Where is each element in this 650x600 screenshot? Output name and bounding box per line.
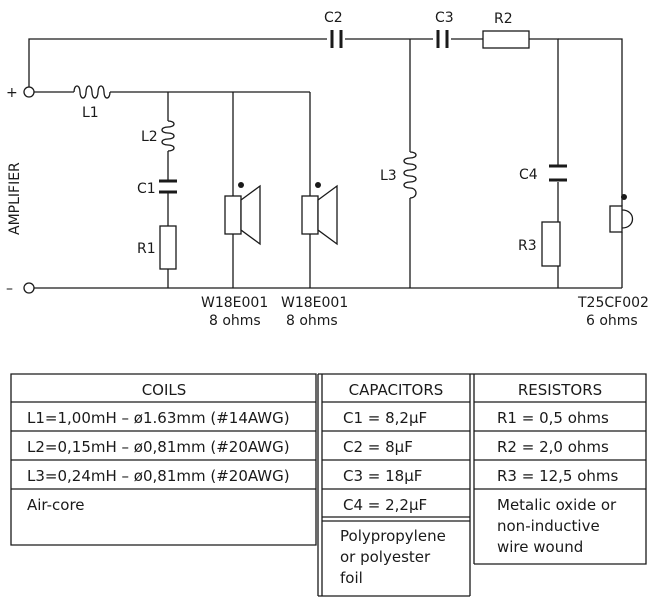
plus-sign: + — [6, 85, 18, 101]
capacitor-row: C4 = 2,2µF — [343, 496, 427, 514]
c1-capacitor — [159, 179, 177, 194]
l3-coil — [403, 151, 417, 199]
resistor-row: R3 = 12,5 ohms — [497, 467, 619, 485]
r3-label: R3 — [518, 238, 537, 254]
c3-label: C3 — [435, 10, 454, 26]
capacitor-note: or polyester — [340, 548, 431, 566]
c1-label: C1 — [137, 181, 156, 197]
r1-resistor — [159, 225, 177, 270]
resistors-header: RESISTORS — [518, 381, 602, 399]
resistor-note: non-inductive — [497, 517, 600, 535]
capacitor-row: C1 = 8,2µF — [343, 409, 427, 427]
r2-label: R2 — [494, 11, 513, 27]
woofer2-speaker-icon — [301, 182, 338, 246]
capacitors-header: CAPACITORS — [349, 381, 444, 399]
c2-label: C2 — [324, 10, 343, 26]
r2-resistor — [482, 30, 530, 49]
plus-terminal — [23, 86, 35, 98]
driver2-model: W18E001 — [281, 295, 348, 311]
coil-row: L3=0,24mH – ø0,81mm (#20AWG) — [27, 467, 290, 485]
l2-coil — [161, 120, 175, 152]
driver3-impedance: 6 ohms — [586, 313, 638, 329]
resistor-note: Metalic oxide or — [497, 496, 617, 514]
top-rail-wire — [28, 38, 559, 222]
l1-coil — [73, 85, 111, 99]
l1-label: L1 — [82, 105, 99, 121]
capacitors-column-frame — [317, 373, 475, 597]
capacitor-row: C2 = 8µF — [343, 438, 413, 456]
coil-row: Air-core — [27, 496, 85, 514]
c2-capacitor — [330, 30, 343, 48]
coil-row: L2=0,15mH – ø0,81mm (#20AWG) — [27, 438, 290, 456]
r1-label: R1 — [137, 241, 156, 257]
capacitor-note: foil — [340, 569, 363, 587]
driver1-impedance: 8 ohms — [209, 313, 261, 329]
l2-label: L2 — [141, 129, 158, 145]
r3-resistor — [541, 221, 561, 267]
coils-header: COILS — [142, 381, 187, 399]
minus-sign: – — [6, 281, 13, 297]
tweeter-wire — [558, 38, 623, 288]
c4-capacitor — [549, 164, 567, 182]
coils-column-frame — [10, 373, 317, 546]
resistor-row: R1 = 0,5 ohms — [497, 409, 609, 427]
resistor-row: R2 = 2,0 ohms — [497, 438, 609, 456]
amplifier-label: AMPLIFIER — [7, 162, 23, 235]
driver1-model: W18E001 — [201, 295, 268, 311]
capacitor-row: C3 = 18µF — [343, 467, 422, 485]
resistors-column-frame — [474, 373, 647, 565]
coil-row: L1=1,00mH – ø1.63mm (#14AWG) — [27, 409, 290, 427]
resistor-note: wire wound — [497, 538, 583, 556]
driver3-model: T25CF002 — [577, 295, 649, 311]
l3-label: L3 — [380, 168, 397, 184]
c4-label: C4 — [519, 167, 538, 183]
tweeter-speaker-icon — [609, 194, 634, 233]
schematic: + – AMPLIFIER L1 L2 C1 R1 — [6, 10, 649, 329]
parts-table: COILS CAPACITORS RESISTORS L1=1,00mH – ø… — [10, 373, 647, 597]
c3-capacitor — [436, 30, 449, 48]
driver2-impedance: 8 ohms — [286, 313, 338, 329]
minus-terminal — [23, 282, 35, 294]
capacitor-note: Polypropylene — [340, 527, 446, 545]
woofer1-speaker-icon — [224, 182, 261, 246]
